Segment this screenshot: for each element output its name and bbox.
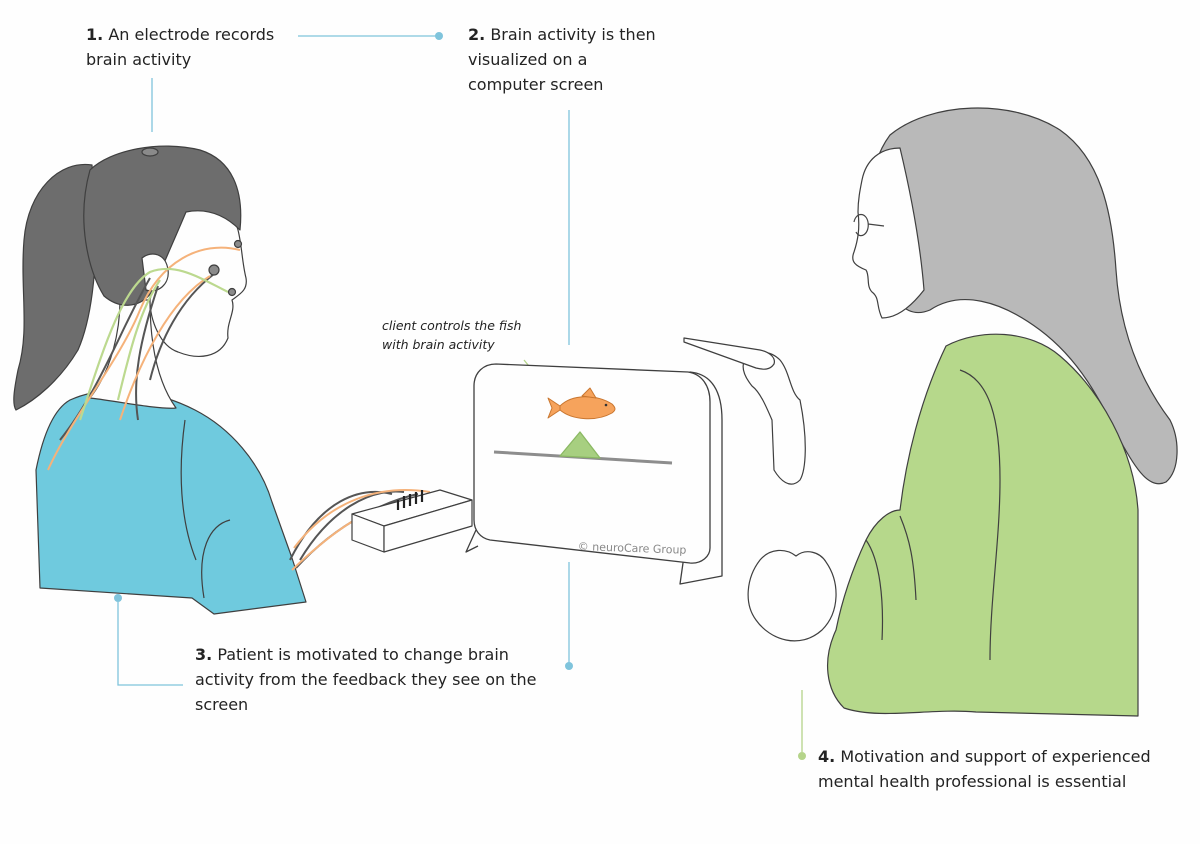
connector-3-elbow bbox=[117, 602, 183, 686]
amplifier-pins bbox=[396, 490, 424, 510]
electrode-cheek bbox=[208, 264, 220, 276]
caption-2-number: 2. bbox=[468, 25, 486, 44]
caption-visualization: 2. Brain activity is then visualized on … bbox=[468, 22, 678, 97]
electrode-temple bbox=[233, 239, 243, 249]
caption-electrode: 1. An electrode records brain activity bbox=[86, 22, 296, 72]
therapist-figure bbox=[683, 107, 1178, 717]
patient-hair bbox=[83, 145, 242, 306]
connector-4-dot bbox=[798, 752, 806, 760]
patient-hair-ponytail bbox=[13, 163, 97, 411]
caption-3-number: 3. bbox=[195, 645, 213, 664]
connector-1-dot bbox=[435, 32, 443, 40]
electrode-top bbox=[141, 147, 159, 157]
therapist-shirt-seams bbox=[865, 369, 1001, 661]
caption-2-text: Brain activity is then visualized on a c… bbox=[468, 25, 656, 94]
connector-screen-bottom-dot bbox=[565, 662, 573, 670]
therapist-arm-writing bbox=[742, 351, 806, 485]
therapist-fist bbox=[747, 549, 837, 642]
fish-control-note: client controls the fish with brain acti… bbox=[382, 318, 522, 352]
screen-stand-left-foot bbox=[465, 529, 479, 553]
screen-frame bbox=[473, 363, 711, 564]
therapist-face bbox=[852, 147, 925, 319]
patient-shirt-sleeve-seam bbox=[180, 419, 231, 599]
caption-1-text: An electrode records brain activity bbox=[86, 25, 275, 69]
caption-3-text: Patient is motivated to change brain act… bbox=[195, 645, 537, 714]
therapist-glasses bbox=[853, 213, 885, 237]
electrode-jaw bbox=[227, 287, 237, 297]
caption-professional-support: 4. Motivation and support of experienced… bbox=[818, 744, 1188, 794]
fish-icon bbox=[547, 387, 616, 420]
patient-shirt bbox=[35, 389, 307, 615]
caption-1-number: 1. bbox=[86, 25, 104, 44]
patient-wires-green bbox=[78, 267, 229, 421]
caption-motivation-feedback: 3. Patient is motivated to change brain … bbox=[195, 642, 575, 717]
computer-screen bbox=[465, 363, 723, 585]
caption-4-number: 4. bbox=[818, 747, 836, 766]
therapist-shirt bbox=[826, 333, 1139, 717]
caption-4-text: Motivation and support of experienced me… bbox=[818, 747, 1151, 791]
amplifier-side bbox=[383, 499, 473, 553]
patient-wires-orange bbox=[47, 246, 241, 471]
patient-figure bbox=[13, 145, 307, 615]
triangle-marker-icon bbox=[559, 431, 601, 459]
connector-3-dot bbox=[114, 594, 122, 602]
amplifier-device bbox=[289, 489, 473, 571]
therapist-pen bbox=[683, 337, 775, 370]
